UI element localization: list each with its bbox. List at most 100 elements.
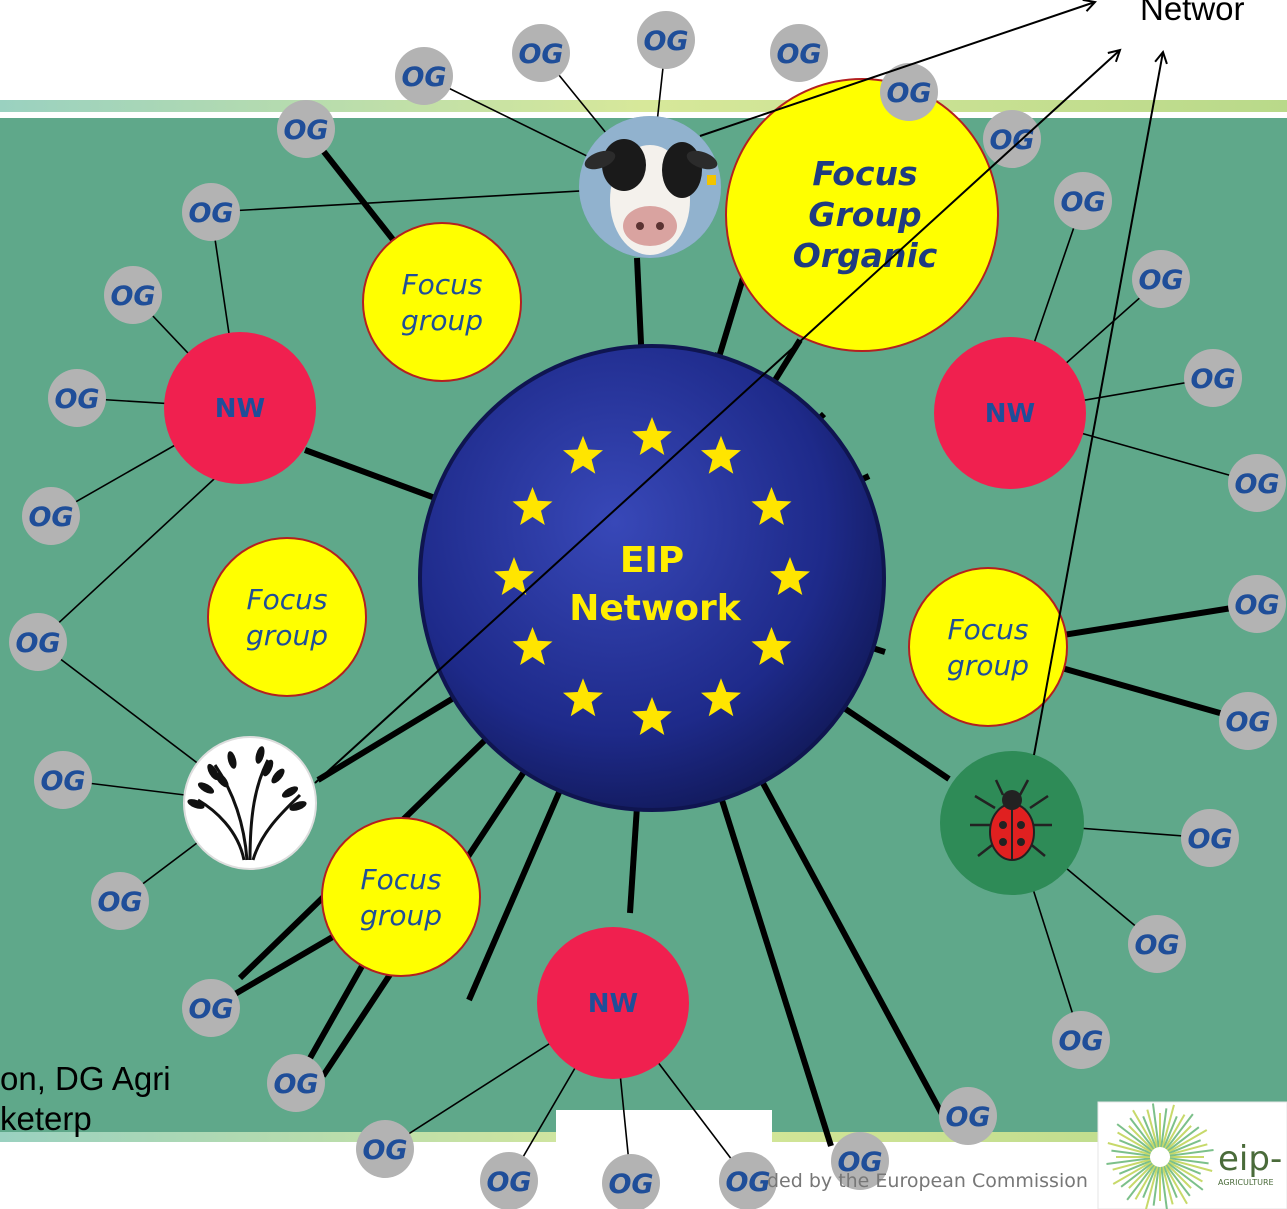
arrow-ladybug-to-network [1033,52,1163,756]
network-node: NW [934,337,1086,489]
header-strip [0,100,1287,112]
star-icon [512,627,553,665]
network-target-label: Networ [1140,0,1245,27]
operational-group-node: OG [512,24,570,82]
eip-network-hub: EIP Network [418,344,886,812]
operational-group-node: OG [182,183,240,241]
operational-group-label: OG [945,1102,990,1133]
operational-group-node: OG [356,1120,414,1178]
operational-group-node: OG [719,1152,777,1209]
star-icon [751,627,792,665]
operational-group-node: OG [983,110,1041,168]
eip-agri-logo: eip- AGRICULTURE [1097,1101,1287,1209]
operational-group-label: OG [886,78,931,109]
focus-group-label: group [947,649,1029,682]
operational-group-node: OG [91,872,149,930]
operational-group-label: OG [1134,930,1179,961]
network-label: NW [588,989,638,1019]
footer-left-line1: on, DG Agri [0,1060,171,1097]
operational-group-label: OG [188,198,233,229]
operational-group-node: OG [637,11,695,69]
operational-group-node: OG [1132,250,1190,308]
og-link [210,186,651,213]
ladybug-icon [940,751,1084,895]
operational-group-label: OG [1234,469,1279,500]
operational-group-label: OG [1190,364,1235,395]
operational-group-label: OG [188,994,233,1025]
funded-by-text: ded by the European Commission [767,1170,1088,1192]
operational-group-node: OG [395,47,453,105]
network-node: NW [164,332,316,484]
wheat-icon [183,736,317,870]
operational-group-label: OG [608,1169,653,1200]
hub-label-line2: Network [569,588,741,629]
operational-group-label: OG [110,281,155,312]
hub-label-line1: EIP [620,540,684,581]
operational-group-node: OG [480,1152,538,1209]
operational-group-node: OG [22,487,80,545]
operational-group-label: OG [1058,1026,1103,1057]
focus-group-label: group [401,304,483,337]
operational-group-node: OG [1228,575,1286,633]
operational-group-label: OG [54,384,99,415]
operational-group-node: OG [9,613,67,671]
operational-group-label: OG [28,502,73,533]
operational-group-node: OG [1128,915,1186,973]
star-icon [494,557,534,595]
focus-group-organic-label: Organic [793,236,938,275]
operational-group-label: OG [97,887,142,918]
operational-group-node: OG [277,100,335,158]
focus-group-organic-label: Focus [812,154,917,193]
operational-group-label: OG [1225,707,1270,738]
operational-group-node: OG [1181,809,1239,867]
star-icon [632,697,672,735]
logo-text: eip- [1218,1139,1282,1179]
operational-group-node: OG [267,1054,325,1112]
focus-group-label: group [246,619,328,652]
operational-group-node: OG [1054,172,1112,230]
network-node: NW [537,927,689,1079]
star-icon [632,417,672,455]
eu-stars [494,417,810,735]
operational-group-label: OG [486,1167,531,1198]
operational-group-label: OG [643,26,688,57]
operational-group-label: OG [362,1135,407,1166]
focus-group-label: Focus [361,863,442,896]
focus-group-organic-label: Group [808,195,921,234]
operational-group-label: OG [989,125,1034,156]
operational-group-node: OG [602,1154,660,1209]
focus-group-label: Focus [247,583,328,616]
operational-group-label: OG [518,39,563,70]
operational-group-node: OG [1219,692,1277,750]
arrow-cow-to-network [699,2,1095,137]
arrow-wheat-to-network [314,50,1120,784]
operational-group-node: OG [1052,1011,1110,1069]
operational-group-label: OG [283,115,328,146]
operational-group-label: OG [776,39,821,70]
og-link [37,454,241,643]
operational-group-node: OG [1228,454,1286,512]
network-label: NW [985,399,1035,429]
operational-group-node: OG [34,751,92,809]
operational-group-node: OG [104,266,162,324]
logo-subtext: AGRICULTURE [1218,1178,1274,1187]
focus-group-label: Focus [948,613,1029,646]
operational-group-label: OG [725,1167,770,1198]
operational-group-label: OG [15,628,60,659]
focus-group-label: Focus [402,268,483,301]
star-icon [770,557,810,595]
star-icon [563,678,603,717]
star-icon [563,435,603,474]
footer-left-line2: keterp [0,1100,92,1137]
sunburst-icon [1106,1103,1214,1209]
operational-group-label: OG [1187,824,1232,855]
operational-group-node: OG [880,63,938,121]
operational-group-node: OG [831,1132,889,1190]
